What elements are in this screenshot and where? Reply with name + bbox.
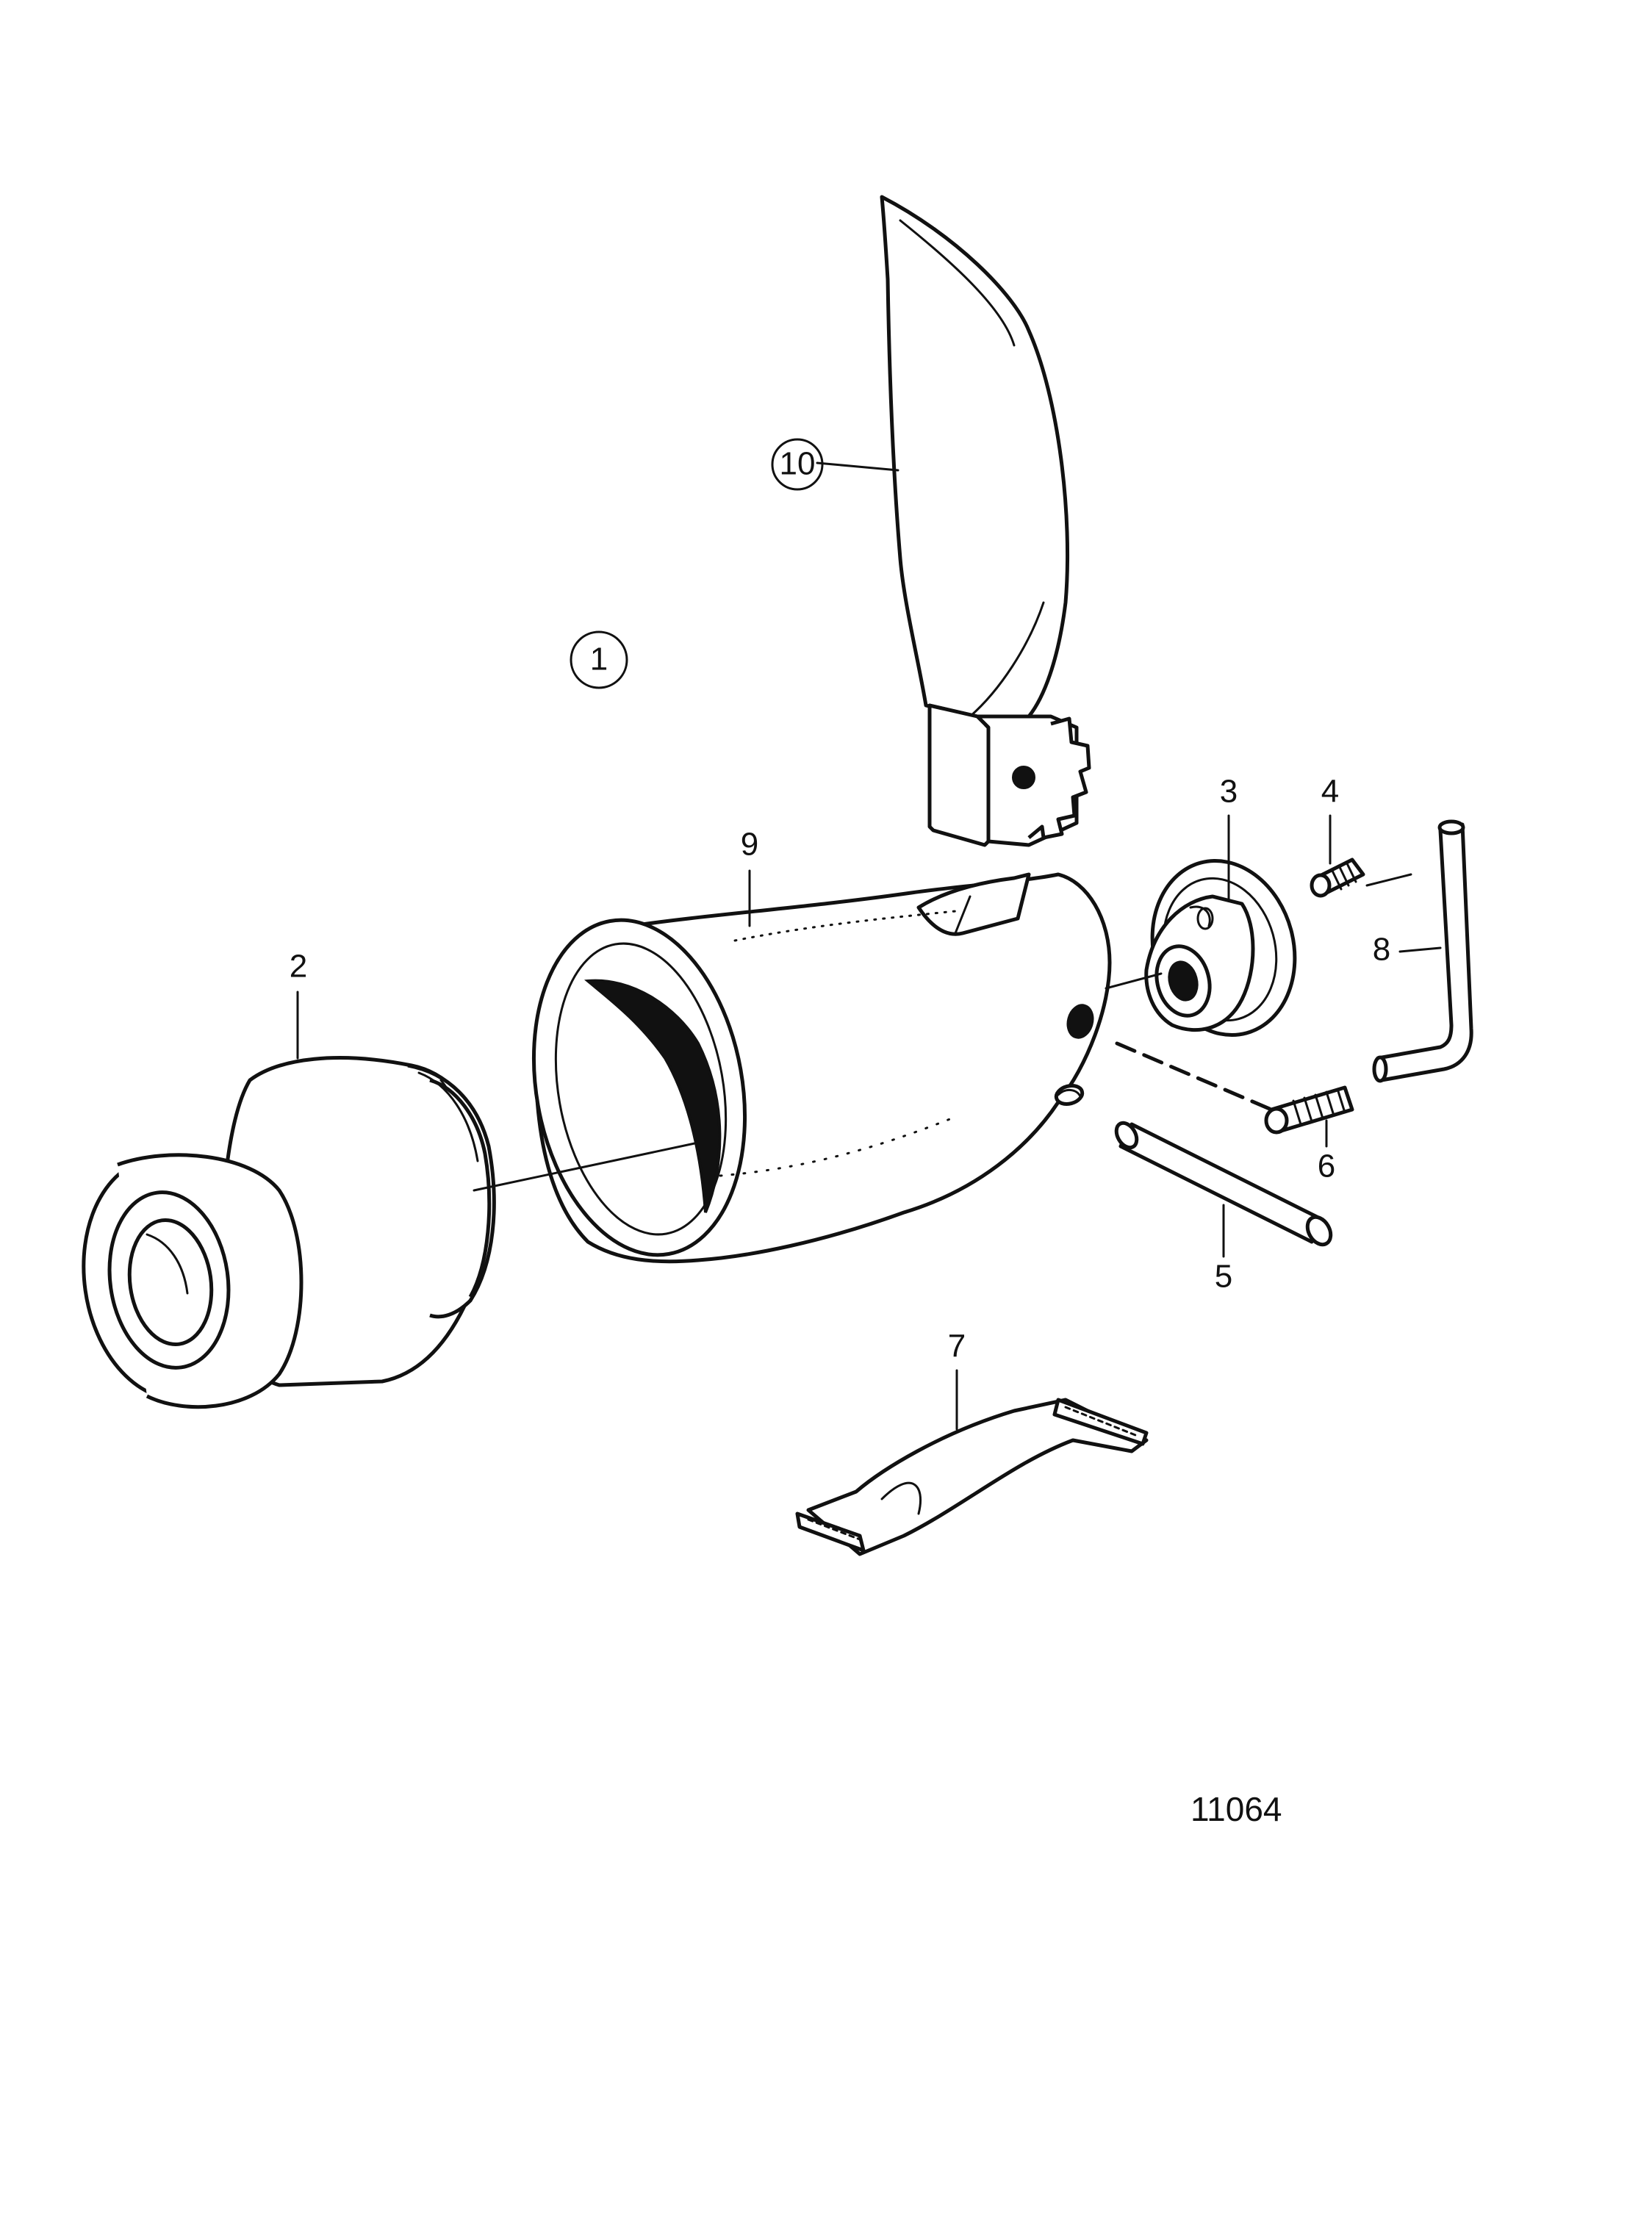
part-4-set-screw: [1310, 858, 1365, 898]
callout-5-label: 5: [1215, 1259, 1232, 1295]
part-10-blade: [880, 195, 1091, 847]
part-6-set-screw: [1264, 1085, 1354, 1135]
part-8-hex-key: [1372, 819, 1473, 1083]
callout-10: 10: [771, 438, 824, 491]
callout-3-label: 3: [1220, 774, 1238, 810]
blade-hub-hole: [1012, 766, 1035, 789]
part-3-collar: [1144, 859, 1297, 1037]
part-9-housing: [531, 872, 1112, 1264]
callout-10-label: 10: [780, 446, 816, 482]
callout-9-label: 9: [741, 827, 758, 863]
callout-1: 1: [570, 630, 628, 689]
callout-7-label: 7: [948, 1329, 966, 1365]
callout-1-label: 1: [590, 641, 608, 677]
part-5-pin: [1114, 1121, 1333, 1247]
callout-4-label: 4: [1321, 774, 1339, 810]
callout-2-label: 2: [290, 949, 307, 985]
part-2-cone: [82, 1056, 496, 1409]
callout-8-label: 8: [1373, 932, 1390, 968]
part-7-tube: [795, 1398, 1149, 1556]
figure-number: 11064: [1190, 1790, 1282, 1828]
assembly-lines: [473, 873, 1412, 1192]
leader-lines: [296, 461, 1442, 1431]
callout-6-label: 6: [1318, 1149, 1335, 1185]
